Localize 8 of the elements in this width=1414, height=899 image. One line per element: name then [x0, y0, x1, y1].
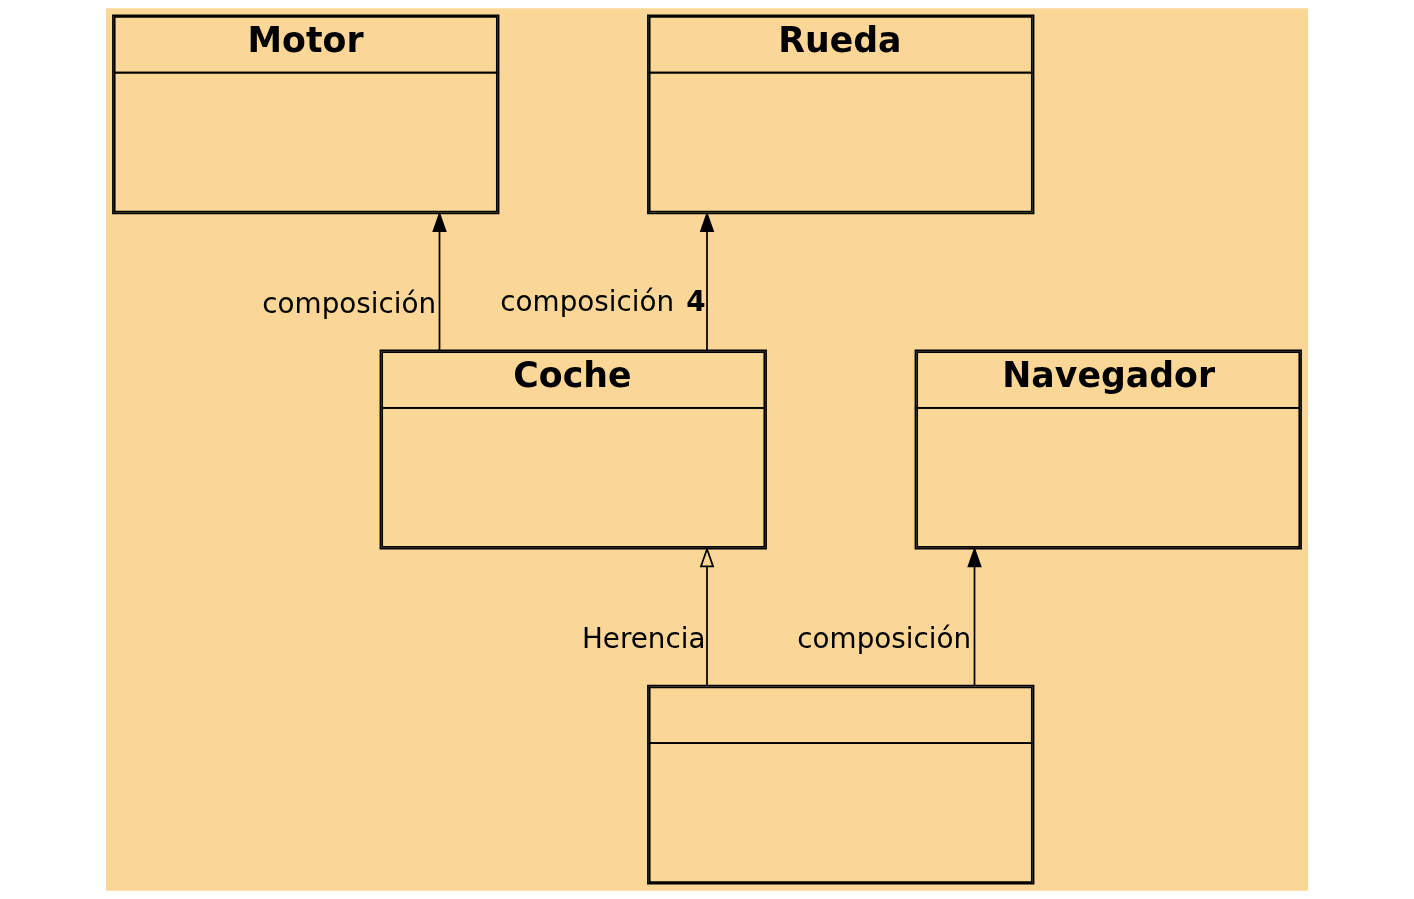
- edge-label: Herencia: [581, 622, 706, 656]
- edge-label: composición 4: [500, 285, 706, 319]
- edge-label: composición: [262, 286, 437, 320]
- arrow: [699, 211, 715, 352]
- arrow: [699, 546, 715, 687]
- edge-label: composición: [797, 622, 972, 656]
- arrow: [967, 546, 982, 687]
- arrow: [432, 211, 447, 352]
